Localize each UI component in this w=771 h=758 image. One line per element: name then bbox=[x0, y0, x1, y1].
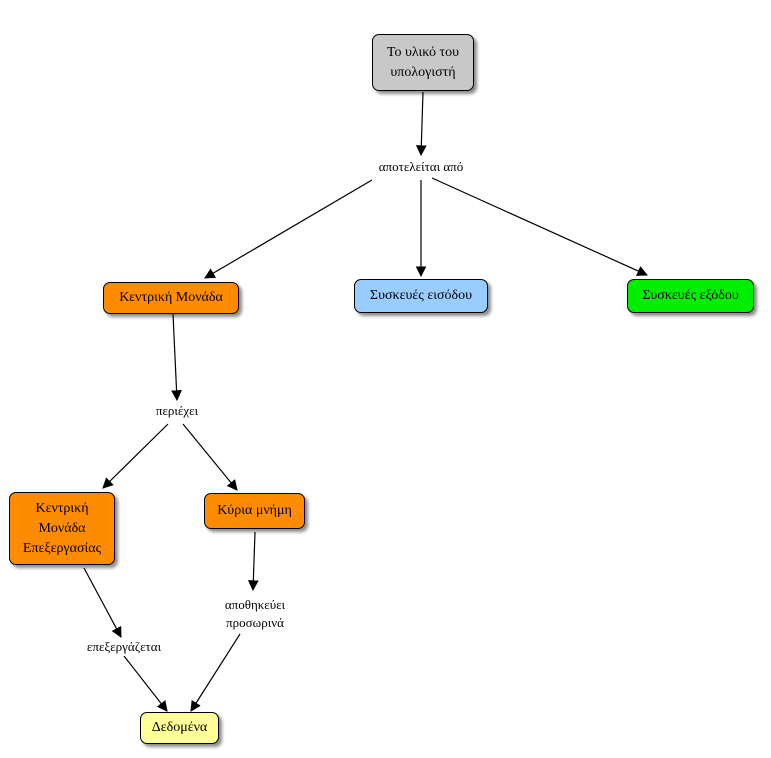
link-consists-of: αποτελείται από bbox=[358, 158, 484, 176]
edge-processes-to-data bbox=[123, 655, 168, 712]
edge-consists-to-output bbox=[431, 177, 648, 276]
link-stores-temporarily: αποθηκεύει προσωρινά bbox=[207, 596, 303, 632]
link-processes: επεξεργάζεται bbox=[76, 638, 172, 656]
edge-hardware-to-consists bbox=[415, 91, 427, 157]
node-output-devices[interactable]: Συσκευές εξόδου bbox=[627, 279, 754, 313]
node-hardware[interactable]: Το υλικό του υπολογιστή bbox=[372, 34, 474, 91]
edge-stores-to-data bbox=[190, 633, 241, 712]
edge-consists-to-central-unit bbox=[204, 179, 373, 279]
edge-central-unit-to-contains bbox=[171, 313, 182, 402]
node-data[interactable]: Δεδομένα bbox=[140, 712, 219, 744]
edge-contains-to-memory bbox=[182, 423, 238, 491]
node-central-unit[interactable]: Κεντρική Μονάδα bbox=[103, 282, 239, 314]
edge-cpu-to-processes bbox=[83, 567, 122, 638]
node-main-memory[interactable]: Κύρια μνήμη bbox=[204, 493, 305, 529]
edge-contains-to-cpu bbox=[102, 423, 169, 489]
node-cpu[interactable]: Κεντρική Μονάδα Επεξεργασίας bbox=[9, 492, 115, 565]
edge-memory-to-stores bbox=[247, 531, 259, 592]
node-input-devices[interactable]: Συσκευές εισόδου bbox=[354, 279, 488, 313]
link-contains: περιέχει bbox=[132, 402, 222, 420]
